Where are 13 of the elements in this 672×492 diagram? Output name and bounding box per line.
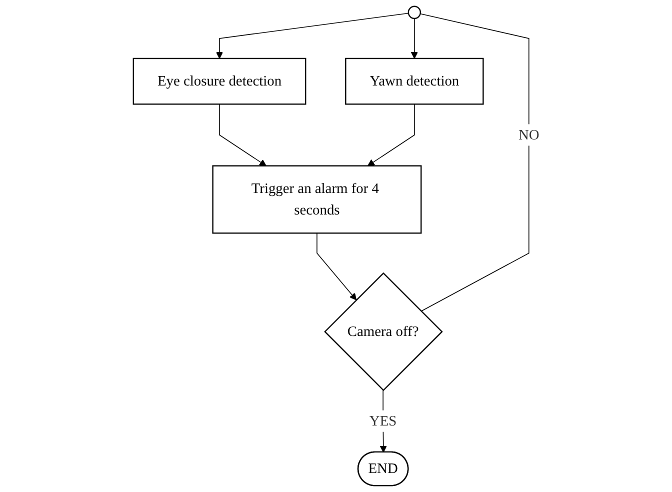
arrow xyxy=(316,232,356,300)
arrow xyxy=(218,104,266,166)
node-circle xyxy=(407,6,421,20)
edge-label: YES xyxy=(369,412,396,429)
edge-label: NO xyxy=(518,126,539,143)
connector xyxy=(420,13,529,312)
node-diamond: Camera off? xyxy=(324,272,442,392)
arrow xyxy=(367,104,414,166)
node-box: Eye closure detection xyxy=(132,58,306,105)
node-box: Trigger an alarm for 4 seconds xyxy=(212,165,422,234)
arrow xyxy=(216,12,408,59)
node-box: Yawn detection xyxy=(344,58,484,105)
arrow xyxy=(410,18,418,59)
